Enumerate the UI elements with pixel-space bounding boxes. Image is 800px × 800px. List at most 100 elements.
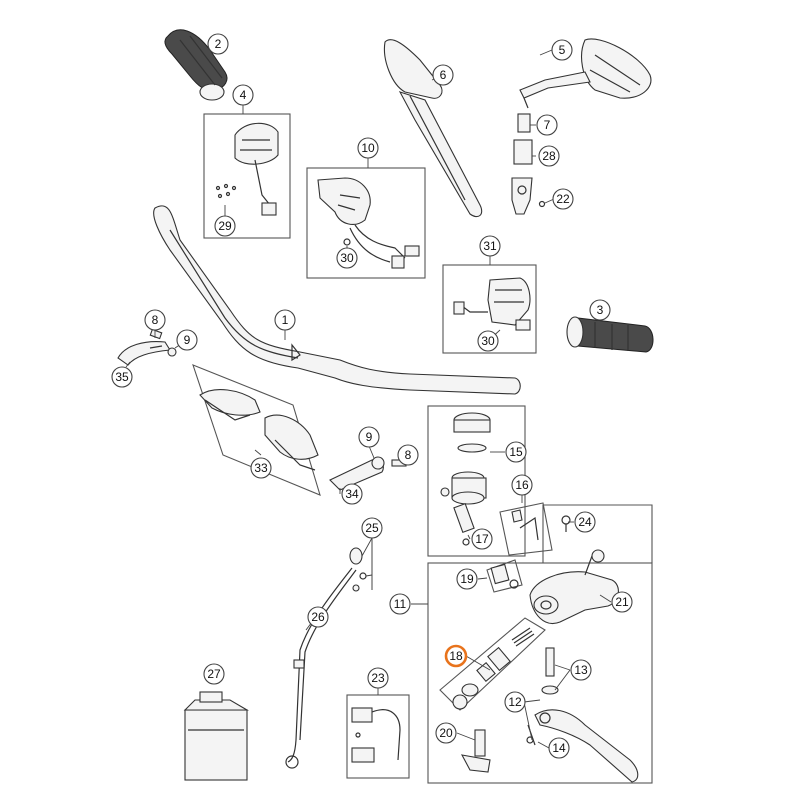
callout-6: 6 bbox=[432, 64, 454, 86]
svg-text:14: 14 bbox=[552, 741, 566, 755]
mirror-left bbox=[383, 39, 483, 218]
callout-33: 33 bbox=[250, 457, 272, 479]
svg-text:8: 8 bbox=[405, 448, 412, 462]
svg-text:22: 22 bbox=[556, 192, 570, 206]
svg-text:7: 7 bbox=[544, 118, 551, 132]
svg-text:4: 4 bbox=[240, 88, 247, 102]
callout-24: 24 bbox=[574, 511, 596, 533]
clutch-lever bbox=[117, 328, 177, 366]
svg-text:15: 15 bbox=[509, 445, 523, 459]
callout-14: 14 bbox=[548, 737, 570, 759]
svg-text:31: 31 bbox=[483, 239, 497, 253]
callout-23: 23 bbox=[367, 667, 389, 689]
callout-16: 16 bbox=[511, 474, 533, 496]
brake-hose bbox=[285, 547, 367, 769]
switch-right bbox=[317, 177, 420, 269]
callout-4: 4 bbox=[232, 84, 254, 106]
callout-9-left: 9 bbox=[176, 329, 198, 351]
svg-text:26: 26 bbox=[311, 610, 325, 624]
svg-text:33: 33 bbox=[254, 461, 268, 475]
svg-text:9: 9 bbox=[184, 333, 191, 347]
svg-text:28: 28 bbox=[542, 149, 556, 163]
callout-31: 31 bbox=[479, 235, 501, 257]
svg-text:17: 17 bbox=[475, 532, 489, 546]
brake-fluid-bottle bbox=[183, 691, 250, 781]
callout-26: 26 bbox=[307, 606, 329, 628]
callout-29: 29 bbox=[214, 215, 236, 237]
mirror-right bbox=[519, 38, 652, 109]
brake-lever bbox=[460, 647, 639, 783]
svg-text:27: 27 bbox=[207, 667, 221, 681]
callout-34: 34 bbox=[341, 483, 363, 505]
svg-text:13: 13 bbox=[574, 663, 588, 677]
svg-text:20: 20 bbox=[439, 726, 453, 740]
svg-text:9: 9 bbox=[366, 430, 373, 444]
callout-7: 7 bbox=[536, 114, 558, 136]
callout-5: 5 bbox=[551, 39, 573, 61]
svg-text:8: 8 bbox=[152, 313, 159, 327]
svg-text:35: 35 bbox=[115, 370, 129, 384]
callout-12: 12 bbox=[504, 691, 526, 713]
group-box-4 bbox=[203, 113, 291, 239]
svg-text:30: 30 bbox=[481, 334, 495, 348]
svg-text:23: 23 bbox=[371, 671, 385, 685]
group-box-16 bbox=[499, 502, 553, 556]
handlebar bbox=[153, 205, 521, 395]
svg-text:10: 10 bbox=[361, 141, 375, 155]
group-box-21 bbox=[542, 504, 653, 563]
callout-15: 15 bbox=[505, 441, 527, 463]
svg-text:25: 25 bbox=[365, 521, 379, 535]
svg-text:21: 21 bbox=[615, 595, 629, 609]
svg-text:12: 12 bbox=[508, 695, 522, 709]
reservoir-assembly bbox=[440, 412, 539, 546]
piston-kit bbox=[452, 627, 535, 710]
callout-18-highlighted: 18 bbox=[444, 644, 468, 668]
callout-28: 28 bbox=[538, 145, 560, 167]
svg-text:34: 34 bbox=[345, 487, 359, 501]
callout-22: 22 bbox=[552, 188, 574, 210]
handguards bbox=[199, 389, 319, 471]
callout-30-switch-10: 30 bbox=[336, 247, 358, 269]
svg-text:18: 18 bbox=[449, 649, 463, 663]
svg-text:5: 5 bbox=[559, 43, 566, 57]
svg-text:19: 19 bbox=[460, 572, 474, 586]
grip-left bbox=[164, 29, 228, 101]
callout-17: 17 bbox=[471, 528, 493, 550]
group-box-11 bbox=[427, 562, 653, 784]
svg-text:2: 2 bbox=[215, 37, 222, 51]
handguard-bracket bbox=[329, 456, 407, 491]
svg-text:6: 6 bbox=[440, 68, 447, 82]
svg-text:11: 11 bbox=[394, 597, 407, 611]
callout-10: 10 bbox=[357, 137, 379, 159]
svg-text:24: 24 bbox=[578, 515, 592, 529]
group-box-19 bbox=[486, 559, 523, 593]
group-box-31 bbox=[442, 264, 537, 354]
hose-fitting-kit bbox=[351, 707, 401, 763]
switch-left bbox=[215, 122, 279, 216]
callout-8-left: 8 bbox=[144, 309, 166, 331]
callout-30-switch-31: 30 bbox=[477, 330, 499, 352]
svg-text:1: 1 bbox=[282, 313, 289, 327]
mirror-adapter-parts bbox=[511, 113, 546, 215]
callout-2: 2 bbox=[207, 33, 229, 55]
svg-text:29: 29 bbox=[218, 219, 232, 233]
callout-21: 21 bbox=[611, 591, 633, 613]
callouts: 1 2 3 4 5 6 7 8 8 9 9 10 11 12 13 14 15 … bbox=[111, 33, 633, 759]
callout-19: 19 bbox=[456, 568, 478, 590]
callout-9-right: 9 bbox=[358, 426, 380, 448]
group-box-10 bbox=[306, 167, 426, 279]
switch-31 bbox=[453, 277, 531, 331]
callout-11: 11 bbox=[389, 593, 411, 615]
callout-20: 20 bbox=[435, 722, 457, 744]
callout-25: 25 bbox=[361, 517, 383, 539]
callout-27: 27 bbox=[203, 663, 225, 685]
callout-35: 35 bbox=[111, 366, 133, 388]
callout-8-right: 8 bbox=[397, 444, 419, 466]
callout-1: 1 bbox=[274, 309, 296, 331]
grip-right bbox=[566, 316, 654, 353]
svg-text:30: 30 bbox=[340, 251, 354, 265]
callout-13: 13 bbox=[570, 659, 592, 681]
callout-3: 3 bbox=[589, 299, 611, 321]
